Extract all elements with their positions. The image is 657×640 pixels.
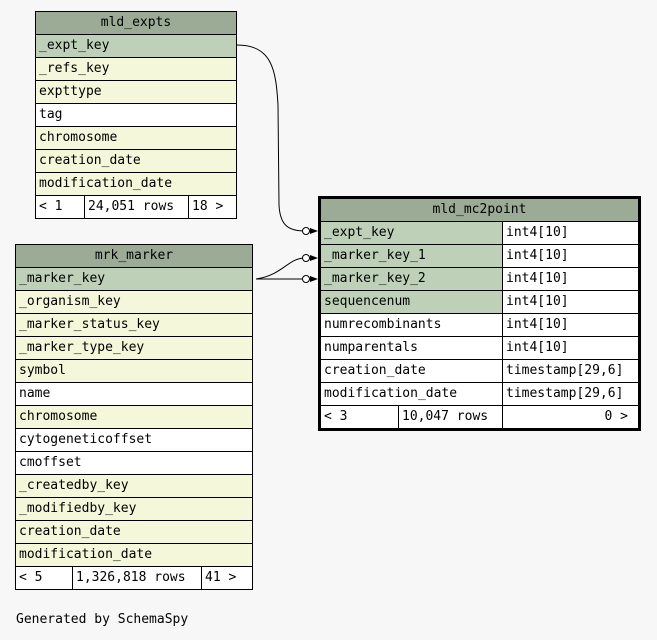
column-row[interactable]: name	[16, 383, 252, 406]
table-title[interactable]: mld_mc2point	[321, 199, 638, 222]
column-type: int4[10]	[502, 268, 638, 290]
edge-marker-key-2-arrow	[310, 276, 318, 282]
column-name: _marker_key_1	[321, 245, 502, 267]
edge-marker-key-1-arrow	[310, 255, 318, 261]
column-name: name	[16, 383, 252, 405]
edge-expt-key-end	[302, 227, 310, 235]
generated-by-caption: Generated by SchemaSpy	[16, 612, 189, 627]
column-type: timestamp[29,6]	[502, 360, 638, 382]
column-name: expttype	[36, 81, 236, 103]
table-title[interactable]: mrk_marker	[16, 245, 252, 268]
column-name: chromosome	[36, 127, 236, 149]
column-name: cmoffset	[16, 452, 252, 474]
column-name: chromosome	[16, 406, 252, 428]
column-name: _expt_key	[36, 35, 236, 57]
column-name: creation_date	[36, 150, 236, 172]
column-row[interactable]: _organism_key	[16, 291, 252, 314]
column-type: int4[10]	[502, 337, 638, 359]
column-type: timestamp[29,6]	[502, 383, 638, 405]
column-row[interactable]: _marker_status_key	[16, 314, 252, 337]
column-row[interactable]: cmoffset	[16, 452, 252, 475]
column-row[interactable]: modification_date	[16, 544, 252, 566]
column-row[interactable]: cytogeneticoffset	[16, 429, 252, 452]
column-name: _refs_key	[36, 58, 236, 80]
column-name: _organism_key	[16, 291, 252, 313]
column-name: _expt_key	[321, 222, 502, 244]
column-row[interactable]: expttype	[36, 81, 236, 104]
parents-count[interactable]: < 5	[19, 570, 43, 585]
row-count: 24,051 rows	[84, 196, 188, 218]
column-name: tag	[36, 104, 236, 126]
edge-marker-key-1	[255, 257, 306, 280]
column-name: symbol	[16, 360, 252, 382]
table-title[interactable]: mld_expts	[36, 12, 236, 35]
table-footer: < 3 10,047 rows 0 >	[321, 405, 638, 428]
column-type: int4[10]	[502, 314, 638, 336]
column-name: modification_date	[16, 544, 252, 566]
column-name: _marker_key	[16, 268, 252, 290]
column-row[interactable]: chromosome	[16, 406, 252, 429]
row-count: 1,326,818 rows	[72, 567, 201, 589]
column-name: sequencenum	[321, 291, 502, 313]
children-count[interactable]: 0 >	[502, 406, 638, 428]
column-row[interactable]: _refs_key	[36, 58, 236, 81]
column-row[interactable]: symbol	[16, 360, 252, 383]
column-type: int4[10]	[502, 245, 638, 267]
column-row[interactable]: modification_date	[36, 173, 236, 195]
column-name: numparentals	[321, 337, 502, 359]
parents-count[interactable]: < 3	[324, 409, 348, 424]
column-name: _marker_key_2	[321, 268, 502, 290]
edge-marker-key-2-end	[302, 275, 310, 283]
column-row[interactable]: chromosome	[36, 127, 236, 150]
column-name: _marker_status_key	[16, 314, 252, 336]
edge-expt-key-arrow	[310, 228, 318, 234]
column-row[interactable]: tag	[36, 104, 236, 127]
column-row[interactable]: _modifiedby_key	[16, 498, 252, 521]
column-name: _marker_type_key	[16, 337, 252, 359]
children-count[interactable]: 41 >	[201, 567, 252, 589]
column-name: numrecombinants	[321, 314, 502, 336]
column-row[interactable]: _marker_key	[16, 268, 252, 291]
column-name: cytogeneticoffset	[16, 429, 252, 451]
table-footer: < 5 1,326,818 rows 41 >	[16, 566, 252, 589]
column-name: _createdby_key	[16, 475, 252, 497]
column-name: creation_date	[16, 521, 252, 543]
column-row[interactable]: creation_date	[36, 150, 236, 173]
column-row[interactable]: _createdby_key	[16, 475, 252, 498]
children-count[interactable]: 18 >	[188, 196, 236, 218]
column-row[interactable]: _marker_type_key	[16, 337, 252, 360]
row-count: 10,047 rows	[398, 406, 502, 428]
parents-count[interactable]: < 1	[39, 199, 63, 214]
table-footer: < 1 24,051 rows 18 >	[36, 195, 236, 218]
edge-expt-key	[236, 44, 306, 232]
table-columns: _marker_key_organism_key_marker_status_k…	[16, 268, 252, 566]
column-name: creation_date	[321, 360, 502, 382]
column-type: int4[10]	[502, 291, 638, 313]
column-type: int4[10]	[502, 222, 638, 244]
table-mrk-marker[interactable]: mrk_marker _marker_key_organism_key_mark…	[15, 244, 253, 590]
column-name: _modifiedby_key	[16, 498, 252, 520]
column-row[interactable]: _expt_key	[36, 35, 236, 58]
edge-marker-key-1-end	[302, 254, 310, 262]
column-row[interactable]: creation_date	[16, 521, 252, 544]
column-name: modification_date	[321, 383, 502, 405]
column-name: modification_date	[36, 173, 236, 195]
